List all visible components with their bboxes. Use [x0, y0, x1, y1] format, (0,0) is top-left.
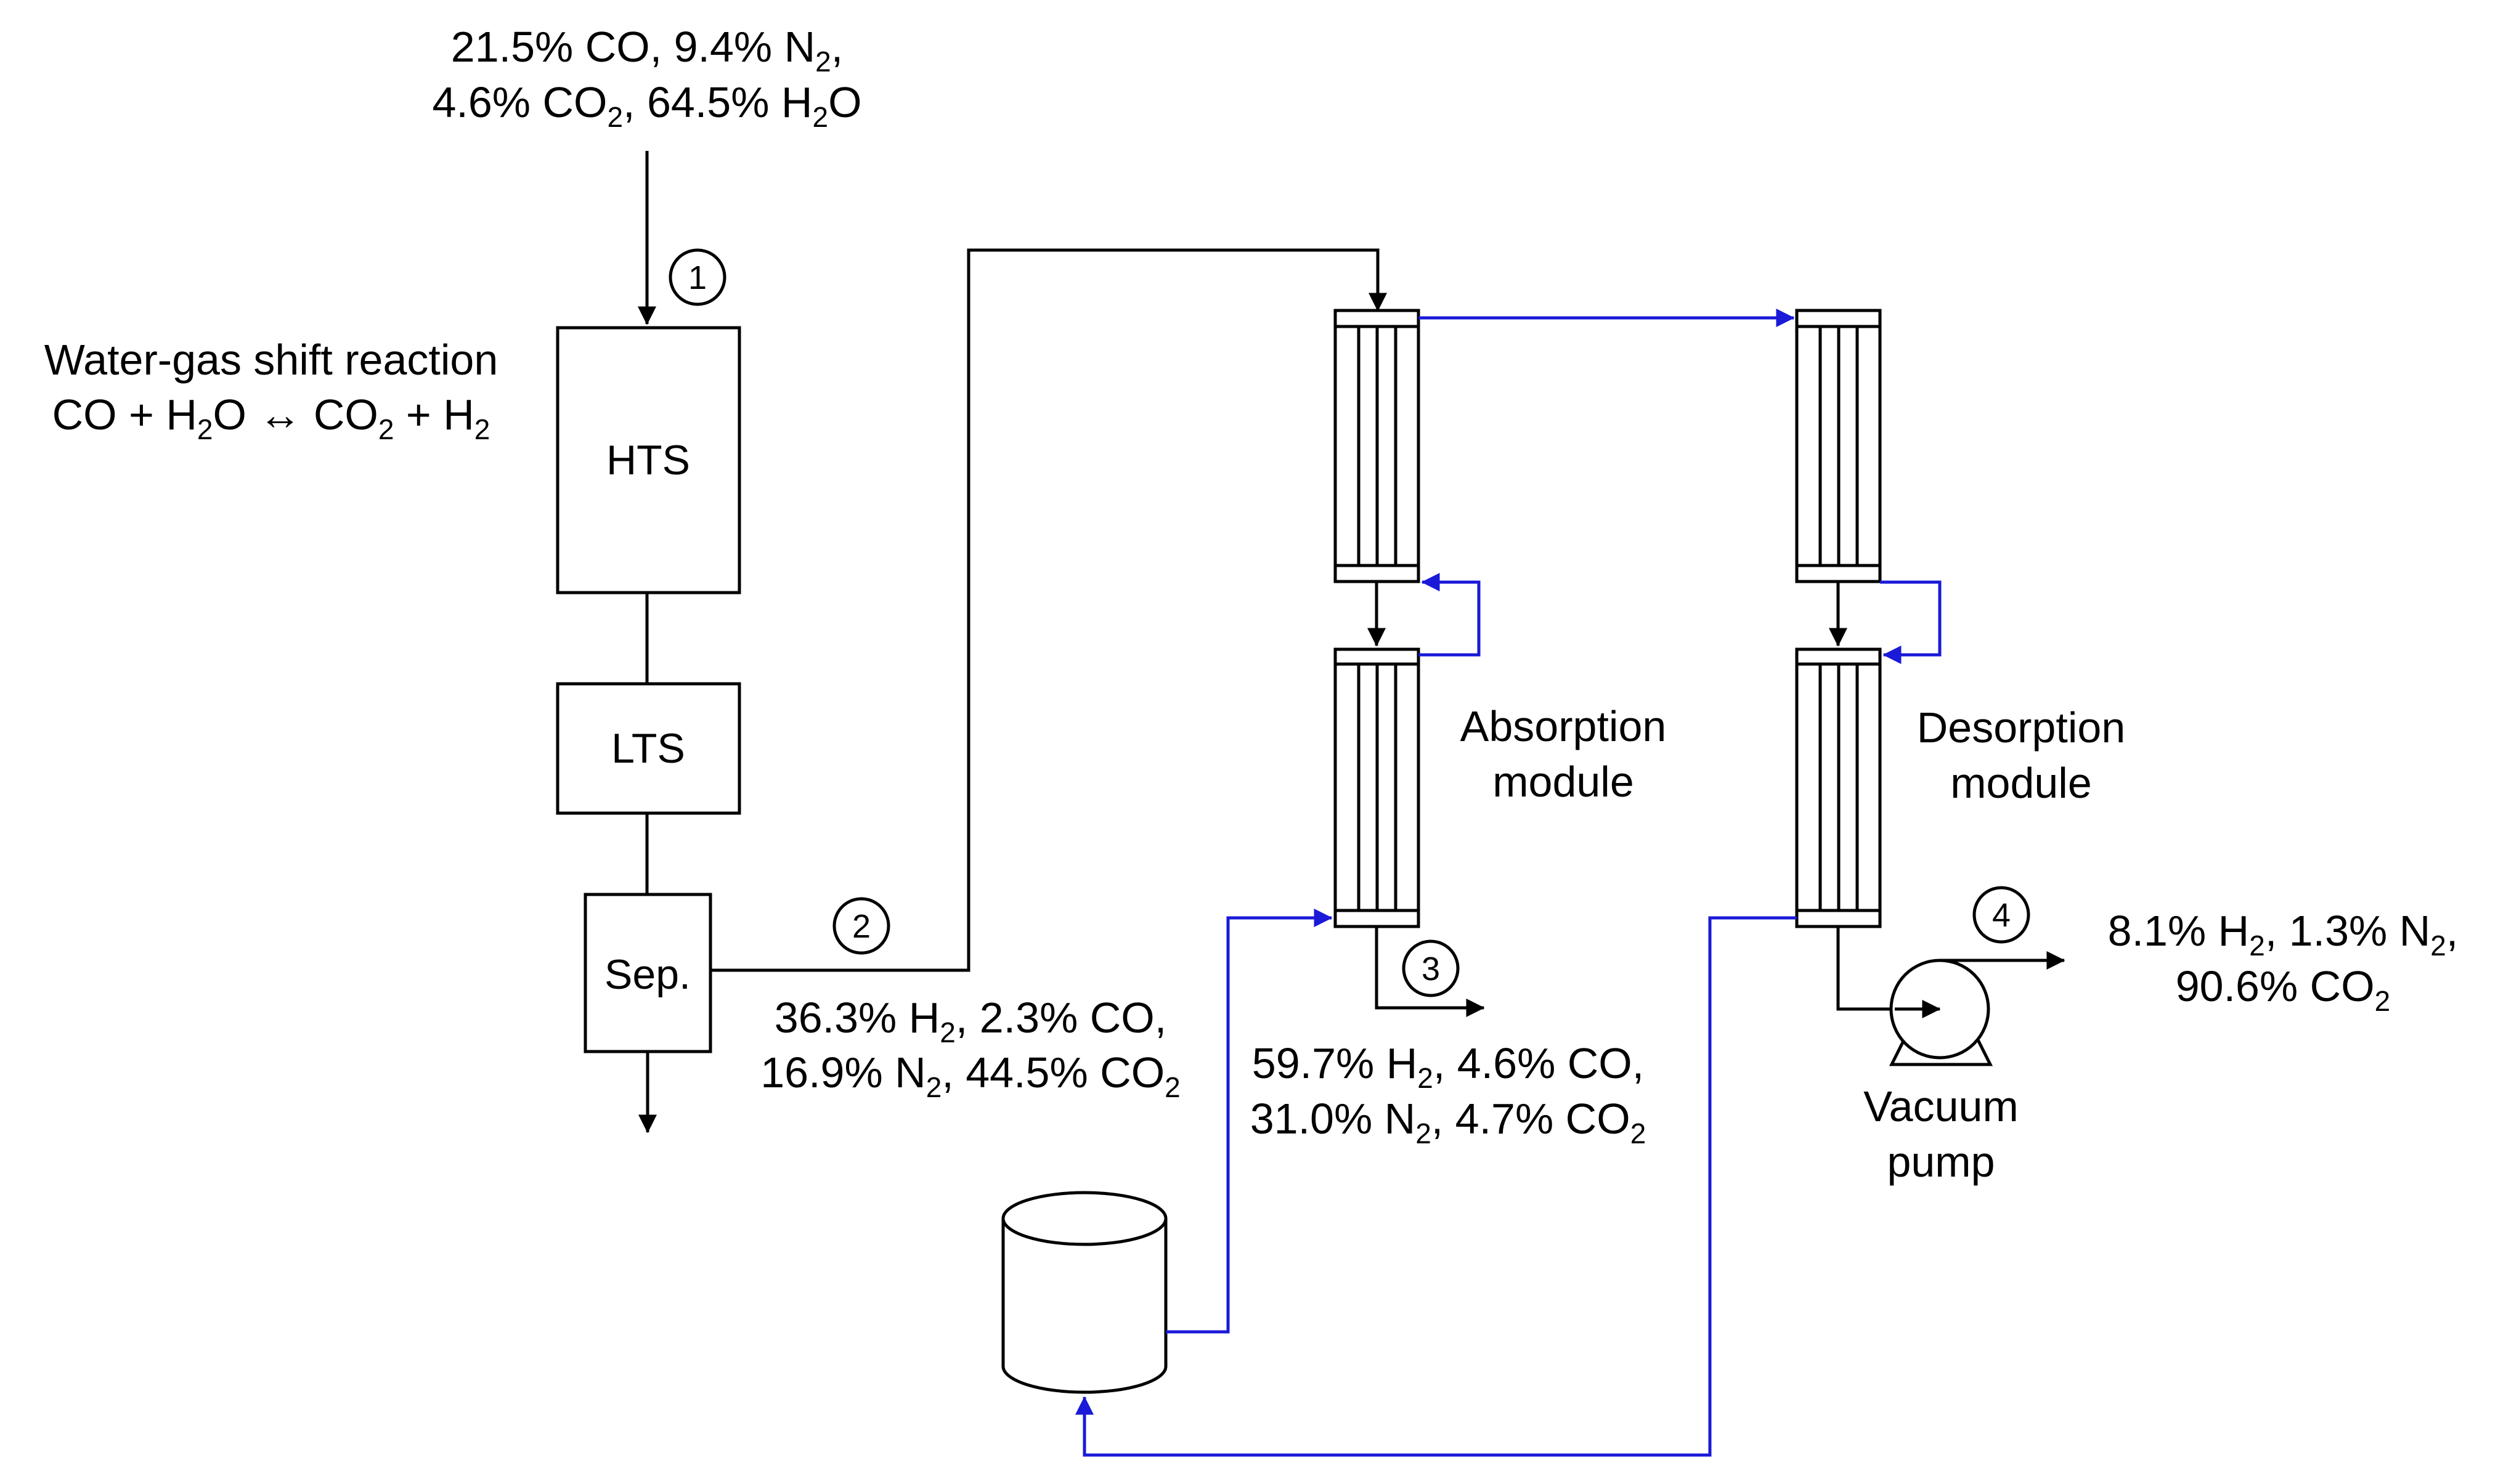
regenerated-solvent-line — [1075, 916, 1797, 1457]
vacuum-pump-label-line2: pump — [1887, 1138, 1995, 1186]
absorption-module-label-line2: module — [1492, 758, 1634, 806]
stream-2-composition-line1: 36.3% H2​, 2.3% CO, — [775, 994, 1166, 1048]
stream-3-marker: 3 — [1402, 939, 1460, 997]
reaction-title: Water-gas shift reaction — [44, 336, 498, 384]
reaction-equation: CO + H2​O ↔ CO2​ + H2​ — [52, 391, 490, 445]
hts-label: HTS — [606, 437, 690, 484]
absorption-solvent-loop — [1418, 573, 1481, 657]
lean-solvent-line — [1166, 909, 1333, 1334]
stream-2-line — [710, 248, 1387, 972]
stream-3-composition-line1: 59.7% H2​, 4.6% CO, — [1252, 1039, 1644, 1094]
stream-4-composition-line2: 90.6% CO2​ — [2176, 962, 2391, 1017]
vacuum-pump-label-line1: Vacuum — [1863, 1082, 2019, 1130]
desorption-module-lower — [1795, 647, 1882, 928]
separator-label: Sep. — [604, 951, 691, 998]
absorption-module-label-line1: Absorption — [1460, 702, 1667, 750]
desorption-module-label-line2: module — [1950, 759, 2092, 807]
feed-composition-line2: 4.6% CO2​, 64.5% H2​O — [432, 78, 861, 133]
stream-2-marker: 2 — [832, 897, 890, 955]
svg-text:1: 1 — [688, 259, 707, 296]
desorption-module-upper — [1795, 309, 1882, 583]
stream-4-composition-line1: 8.1% H2​, 1.3% N2​, — [2108, 907, 2459, 962]
solvent-tank — [1001, 1191, 1168, 1394]
desorption-module-label-line1: Desorption — [1917, 703, 2126, 752]
stream-4-marker: 4 — [1972, 886, 2030, 944]
stream-3-composition-line2: 31.0% N2​, 4.7% CO2​ — [1250, 1095, 1646, 1149]
lts-label: LTS — [611, 725, 685, 772]
absorption-module-lower — [1333, 647, 1420, 928]
vacuum-pump — [1889, 959, 1993, 1066]
svg-text:2: 2 — [852, 908, 871, 945]
stream-3-line — [1375, 926, 1485, 1017]
feed-composition-line1: 21.5% CO, 9.4% N2​, — [451, 23, 843, 78]
stream-1-marker: 1 — [669, 248, 726, 306]
desorption-solvent-loop — [1880, 580, 1942, 664]
stream-2-composition-line2: 16.9% N2​, 44.5% CO2​ — [760, 1048, 1181, 1103]
svg-text:3: 3 — [1422, 951, 1440, 987]
absorption-module-upper — [1333, 309, 1420, 583]
svg-text:4: 4 — [1992, 897, 2011, 934]
